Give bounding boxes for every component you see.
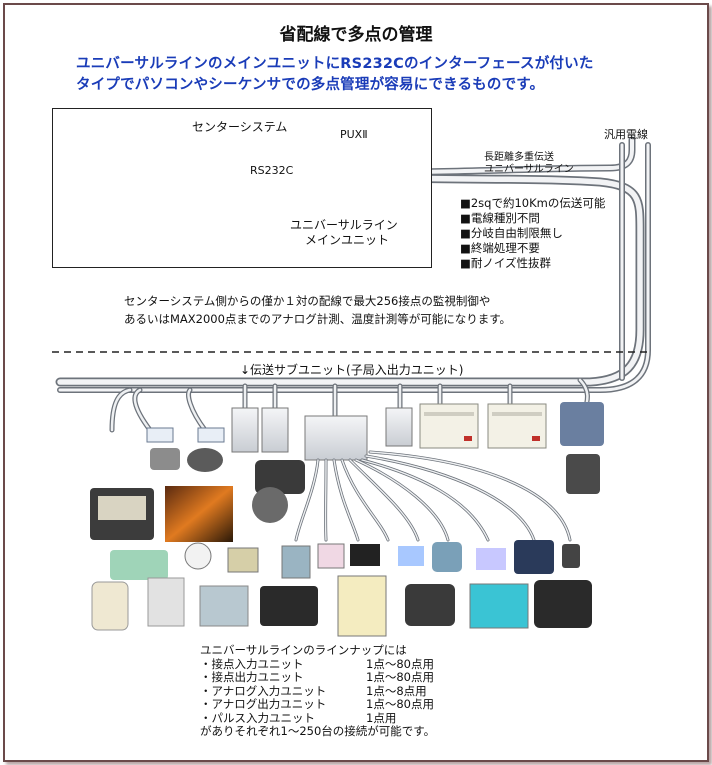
feature-list: ■2sqで約10Kmの伝送可能 ■電線種別不問 ■分岐自由制限無し ■終端処理不…: [460, 196, 605, 271]
lineup-row: ・アナログ入力ユニット 1点～8点用: [200, 683, 435, 699]
lineup-name: ・アナログ出力ユニット: [200, 697, 327, 711]
lineup-range: 1点用: [366, 710, 397, 725]
lineup-row: ・アナログ出力ユニット 1点～80点用: [200, 697, 435, 712]
long-distance-label-line2: ユニバーサルライン: [484, 164, 574, 175]
main-unit-label-line1: ユニバーサルライン: [290, 218, 398, 232]
page-title: 省配線で多点の管理: [279, 25, 433, 45]
trunk-cable: [55, 136, 651, 393]
lineup-range: 1点～80点用: [366, 670, 434, 684]
lineup-intro: ユニバーサルラインのラインナップには: [200, 643, 407, 657]
lead-text-line2: タイプでパソコンやシーケンサでの多点管理が容易にできるものです。: [76, 77, 545, 93]
feature-item: ■電線種別不問: [460, 211, 540, 225]
general-wire-label: 汎用電線: [604, 128, 648, 141]
lineup-range: 1点～80点用: [366, 656, 434, 671]
branch-cables: [109, 377, 590, 433]
long-distance-label-line1: 長距離多重伝送: [484, 152, 554, 163]
feature-item: ■耐ノイズ性抜群: [460, 256, 552, 270]
lead-text-line1: ユニバーサルラインのメインユニットにRS232Cのインターフェースが付いた: [76, 56, 594, 72]
rs232c-label: RS232C: [250, 164, 294, 177]
sub-unit-label: ↓伝送サブユニット(子局入出力ユニット): [240, 363, 464, 377]
lineup-range: 1点～80点用: [366, 697, 434, 711]
device-wires: [294, 450, 572, 542]
center-system-label: センターシステム: [192, 120, 288, 134]
description-line1: センターシステム側からの僅か１対の配線で最大256接点の監視制御や: [124, 294, 491, 308]
lineup-row: ・パルス入力ユニット 1点用: [200, 710, 435, 726]
field-equipment: [90, 402, 604, 637]
main-unit-label-line2: メインユニット: [305, 233, 390, 247]
lineup-outro: がありそれぞれ1～250台の接続が可能です。: [200, 724, 436, 738]
center-system-box: [52, 108, 432, 268]
pux-label: PUXⅡ: [340, 128, 368, 141]
lineup-row: ・接点入力ユニット 1点～80点用: [200, 656, 435, 672]
lineup-name: ・接点出力ユニット: [200, 670, 304, 684]
lineup-range: 1点～8点用: [366, 683, 427, 698]
lineup-name: ・アナログ入力ユニット: [200, 683, 327, 698]
sub-unit-modules: [146, 403, 547, 461]
lineup-row: ・接点出力ユニット 1点～80点用: [200, 670, 435, 685]
description-line2: あるいはMAX2000点までのアナログ計測、温度計測等が可能になります。: [124, 312, 512, 326]
feature-item: ■2sqで約10Kmの伝送可能: [460, 196, 606, 210]
lineup-name: ・パルス入力ユニット: [200, 710, 315, 725]
feature-item: ■分岐自由制限無し: [460, 226, 563, 240]
feature-item: ■終端処理不要: [460, 241, 540, 255]
lineup-section: ユニバーサルラインのラインナップには ・接点入力ユニット 1点～80点用 ・接点出…: [200, 643, 436, 739]
lineup-name: ・接点入力ユニット: [200, 656, 304, 671]
